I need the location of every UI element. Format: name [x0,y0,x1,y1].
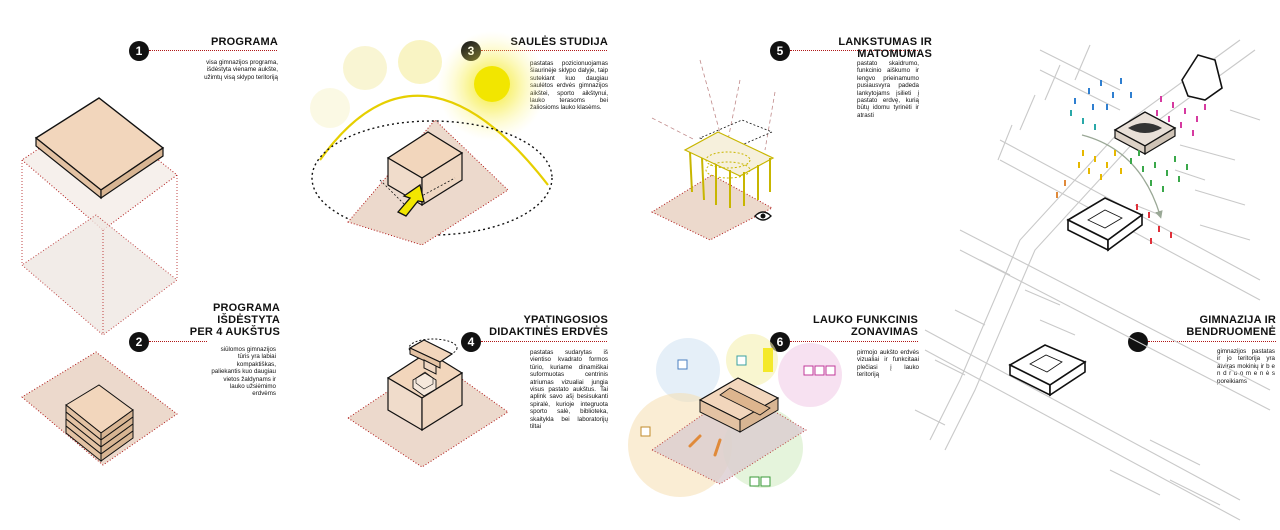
step-number-5: 5 [770,41,790,61]
arrow-up-icon [396,183,425,217]
panel-7-buildings [1008,54,1223,397]
leader-line-6 [790,341,918,342]
panel-4-description: pastatas sudarytas iš vientiso kvadrato … [530,349,608,431]
step-number-6: 6 [770,332,790,352]
panel-6-title: LAUKO FUNKCINIS ZONAVIMAS [812,314,918,338]
step-number-2: 2 [129,332,149,352]
panel-2-drawing [21,351,178,466]
panel-5-description: pastato skaidrumo, funkcinio aiškumo ir … [857,60,919,119]
panel-2-title: PROGRAMA IŠDĖSTYTA PER 4 AUKŠTUS [189,302,280,338]
panel-6-description: pirmojo aukšto erdvės vizualiai ir funkc… [857,349,919,379]
panel-6-drawing [628,334,842,497]
step-number-4: 4 [461,332,481,352]
panel-3-drawing [310,31,553,246]
eye-icon [754,211,772,221]
panel-1-drawing [21,97,178,336]
panel-7-description: gimnazijos pastatas ir jo teritorija yra… [1217,348,1275,385]
sun-icon [474,66,510,102]
panel-7-drawing [914,39,1271,521]
leader-line-2 [149,341,207,342]
panel-5-drawing [650,59,776,241]
panel-4-drawing [347,338,509,468]
leader-line-4 [481,341,607,342]
leader-line-5 [790,50,918,51]
leader-line-7 [1148,341,1276,342]
panel-1-title: PROGRAMA [211,36,278,48]
panel-5-title: LANKSTUMAS IR MATOMUMAS [838,36,932,60]
leader-line-3 [481,50,607,51]
panel-2-description: siūlomos gimnazijos tūris yra labiai kom… [211,346,276,398]
panel-1-description: visa gimnazijos programa, išdėstyta vien… [204,59,278,81]
panel-4-title: YPATINGOSIOS DIDAKTINĖS ERDVĖS [489,314,608,338]
person-icon [1056,78,1206,244]
panel-7-title: GIMNAZIJA IR BENDRUOMENĖ [1186,314,1276,338]
step-number-1: 1 [129,41,149,61]
leader-line-1 [149,50,277,51]
